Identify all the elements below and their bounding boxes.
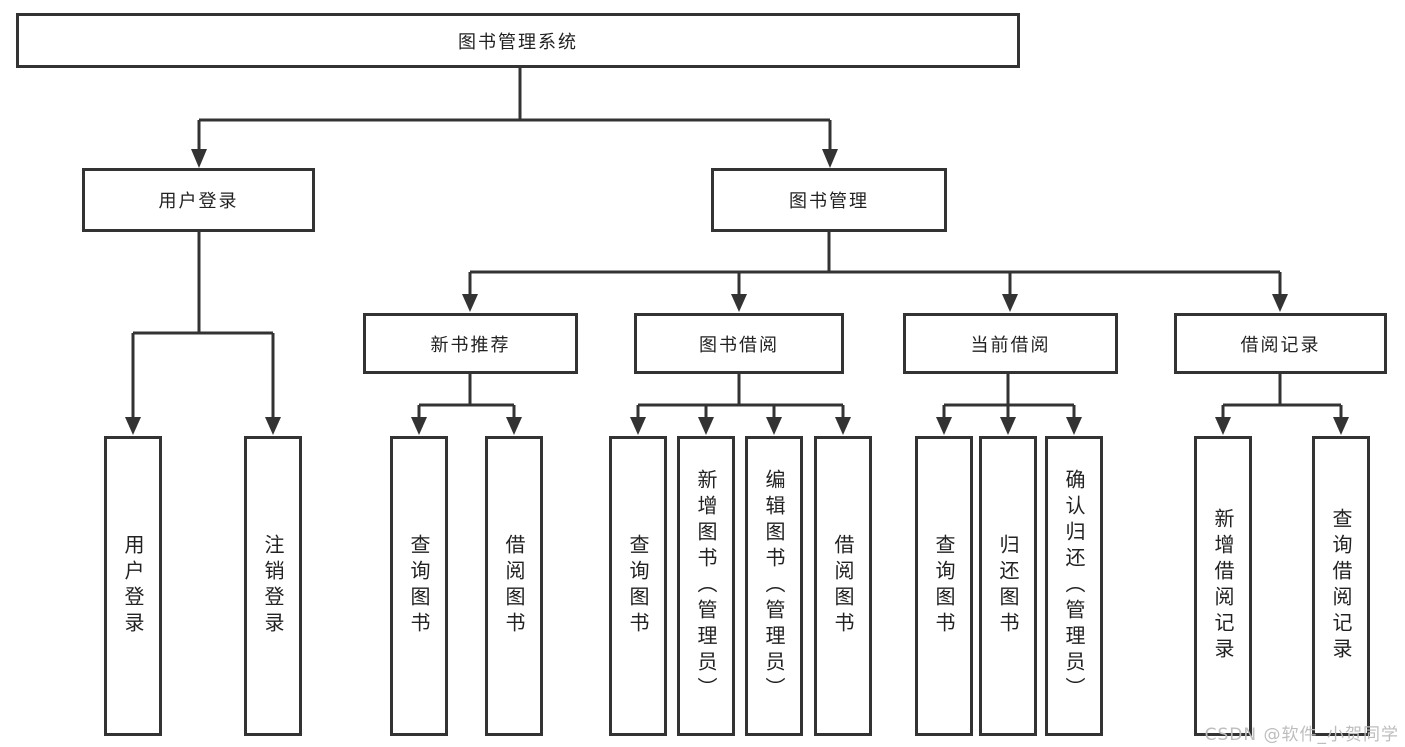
leaf-borrow-books: 借阅图书 [814,436,872,736]
leaf-query-books-borrow: 查询图书 [609,436,667,736]
node-current-borrow: 当前借阅 [903,313,1118,374]
leaf-confirm-return-admin: 确认归还（管理员） [1045,436,1103,736]
leaf-logout: 注销登录 [244,436,302,736]
leaf-query-books-recommend: 查询图书 [390,436,448,736]
leaf-query-borrow-record: 查询借阅记录 [1312,436,1370,736]
leaf-user-login: 用户登录 [104,436,162,736]
node-book-borrow: 图书借阅 [634,313,844,374]
watermark: CSDN @软件_小贺同学 [1204,725,1399,745]
node-new-book-recommend: 新书推荐 [363,313,578,374]
leaf-add-borrow-record: 新增借阅记录 [1194,436,1252,736]
leaf-edit-books-admin: 编辑图书（管理员） [745,436,803,736]
leaf-add-books-admin: 新增图书（管理员） [677,436,735,736]
node-borrow-records: 借阅记录 [1174,313,1387,374]
node-book-management-branch: 图书管理 [711,168,947,232]
leaf-query-books-current: 查询图书 [915,436,973,736]
node-root-system: 图书管理系统 [16,13,1020,68]
leaf-borrow-books-recommend: 借阅图书 [485,436,543,736]
leaf-return-books: 归还图书 [979,436,1037,736]
node-user-login-branch: 用户登录 [82,168,315,232]
